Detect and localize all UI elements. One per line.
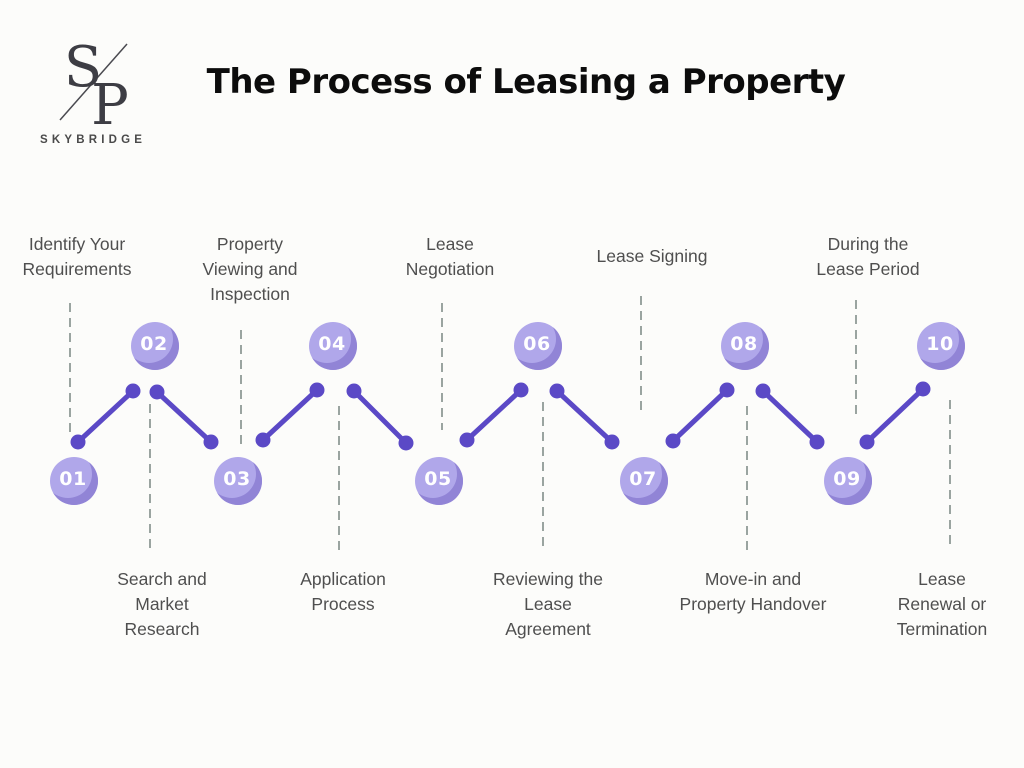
- step-node-06: 06: [514, 322, 562, 370]
- connector-03-04: [260, 387, 320, 443]
- dashed-guide-lines: [69, 296, 951, 552]
- step-node-07: 07: [620, 457, 668, 505]
- step-node-04: 04: [309, 322, 357, 370]
- connector-dot: [203, 434, 219, 450]
- step-number: 06: [523, 333, 551, 355]
- connector-09-10: [864, 386, 926, 445]
- connector-dot: [665, 433, 681, 449]
- connector-dot: [859, 434, 875, 450]
- connector-dot: [70, 434, 86, 450]
- step-node-08: 08: [721, 322, 769, 370]
- connector-dot: [719, 382, 735, 398]
- connector-dot: [125, 383, 141, 399]
- step-03-label: Property Viewing and Inspection: [202, 234, 298, 304]
- connector-05-06: [464, 387, 524, 443]
- connector-06-07: [554, 388, 615, 445]
- connector-dot: [755, 383, 771, 399]
- skybridge-logo: S P SKYBRIDGE: [30, 28, 190, 153]
- step-number: 03: [223, 468, 251, 490]
- connector-07-08: [670, 387, 730, 444]
- monogram-letter-p: P: [91, 73, 129, 133]
- connector-dot: [149, 384, 165, 400]
- zigzag-connectors: [70, 381, 931, 451]
- connector-dot: [915, 381, 931, 397]
- step-node-01: 01: [50, 457, 98, 505]
- connector-04-05: [351, 388, 409, 446]
- step-number: 02: [140, 333, 168, 355]
- step-number: 10: [926, 333, 954, 355]
- step-number: 09: [833, 468, 861, 490]
- step-number: 07: [629, 468, 657, 490]
- step-04-label: Application Process: [300, 569, 386, 614]
- step-number: 05: [424, 468, 452, 490]
- step-08-label: Move-in and Property Handover: [679, 569, 827, 614]
- step-09-label: During the Lease Period: [816, 234, 920, 279]
- brand-name: SKYBRIDGE: [40, 134, 147, 146]
- connector-dot: [346, 383, 362, 399]
- step-07-label: Lease Signing: [596, 246, 708, 266]
- connector-dot: [604, 434, 620, 450]
- monogram-slash: [59, 43, 128, 121]
- step-number: 01: [59, 468, 87, 490]
- connector-dot: [459, 432, 475, 448]
- step-10-label: Lease Renewal or Termination: [896, 569, 988, 639]
- step-node-09: 09: [824, 457, 872, 505]
- monogram-letter-s: S: [64, 35, 102, 100]
- step-number: 04: [318, 333, 346, 355]
- sp-monogram-icon: S P: [59, 35, 129, 133]
- step-number: 08: [730, 333, 758, 355]
- connector-dot: [513, 382, 529, 398]
- step-node-10: 10: [917, 322, 965, 370]
- step-node-02: 02: [131, 322, 179, 370]
- step-01-label: Identify Your Requirements: [22, 234, 132, 279]
- connector-dot: [255, 432, 271, 448]
- connector-02-03: [154, 389, 214, 445]
- connector-dot: [309, 382, 325, 398]
- connector-dot: [398, 435, 414, 451]
- step-node-05: 05: [415, 457, 463, 505]
- connector-08-09: [760, 388, 820, 445]
- step-node-03: 03: [214, 457, 262, 505]
- step-05-label: Lease Negotiation: [405, 234, 495, 279]
- step-02-label: Search and Market Research: [117, 569, 207, 639]
- connector-01-02: [75, 388, 136, 445]
- step-06-label: Reviewing the Lease Agreement: [493, 569, 603, 639]
- connector-dot: [549, 383, 565, 399]
- page-title: The Process of Leasing a Property: [206, 62, 846, 102]
- connector-dot: [809, 434, 825, 450]
